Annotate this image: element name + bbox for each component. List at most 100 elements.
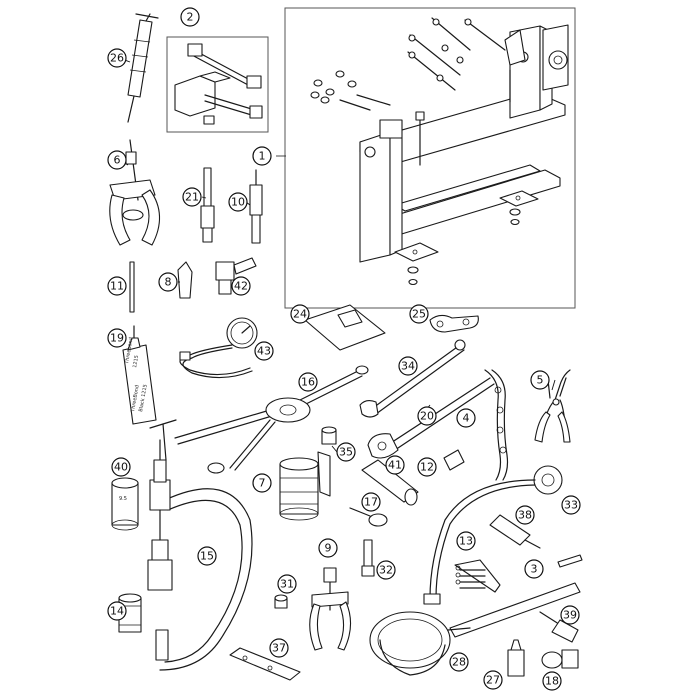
part-25-bracket: [429, 314, 479, 333]
callout-6-label: 6: [114, 154, 121, 167]
callout-7-label: 7: [259, 477, 266, 490]
callout-31-label: 31: [280, 578, 294, 591]
callout-37: 37: [269, 638, 289, 658]
callout-17: 17: [361, 492, 381, 512]
callout-19-label: 19: [110, 332, 124, 345]
callout-27: 27: [483, 670, 503, 690]
callout-11: 11: [107, 276, 127, 296]
part-20-chain-wrench: [367, 369, 509, 481]
tube-19-label-3: ThreeBond: [130, 385, 141, 414]
callout-43: 43: [254, 341, 274, 361]
callout-2: 2: [180, 7, 200, 27]
tube-19-label-4: Black 1215: [138, 384, 149, 412]
callout-41-label: 41: [388, 459, 402, 472]
callout-8: 8: [158, 272, 178, 292]
part-1-engine-stand: [276, 17, 569, 286]
part-35-socket: [321, 426, 337, 445]
callout-25: 25: [409, 304, 429, 324]
part-40-marking: 9.5: [119, 496, 127, 502]
part-42-fitting: [215, 257, 257, 295]
part-28-clutch-holder: [369, 611, 471, 676]
part-17-screw: [349, 507, 388, 527]
callout-39-label: 39: [563, 609, 577, 622]
part-41-drift: [361, 459, 419, 506]
part-37-bar: [229, 647, 301, 681]
callout-12-label: 12: [420, 461, 434, 474]
part-2-holder-tool: [174, 43, 263, 125]
callout-18: 18: [542, 671, 562, 691]
part-27-bottle: [507, 639, 525, 677]
callout-14-label: 14: [110, 605, 124, 618]
part-19-sealant-tube: Threebond 1215 ThreeBond Black 1215: [122, 325, 157, 425]
part-11-rod: [129, 261, 135, 313]
part-39-screw: [539, 611, 579, 643]
callout-38-label: 38: [518, 509, 532, 522]
callout-28-label: 28: [452, 656, 466, 669]
part-6-puller: [109, 139, 161, 246]
callout-41: 41: [385, 455, 405, 475]
callout-37-label: 37: [272, 642, 286, 655]
callout-11-label: 11: [110, 280, 124, 293]
part-10-punch: [249, 169, 263, 244]
part-34-wrench: [359, 339, 466, 418]
part-7-ring-compressor: [279, 451, 331, 521]
callout-16: 16: [298, 372, 318, 392]
part-26-syringe: [127, 13, 159, 123]
callout-40: 40: [111, 457, 131, 477]
tube-19-label-1: Threebond: [124, 337, 135, 366]
callout-6: 6: [107, 150, 127, 170]
callout-15: 15: [197, 546, 217, 566]
part-31-cap: [274, 594, 288, 609]
part-1-group-box: [284, 7, 576, 309]
callout-5: 5: [530, 370, 550, 390]
callout-43-label: 43: [257, 345, 271, 358]
part-24-plate: [304, 304, 386, 351]
callout-19: 19: [107, 328, 127, 348]
callout-39: 39: [560, 605, 580, 625]
part-18-socket: [541, 649, 579, 669]
callout-4: 4: [456, 408, 476, 428]
callout-20-label: 20: [420, 410, 434, 423]
callout-24-label: 24: [293, 308, 307, 321]
callout-1: 1: [252, 146, 272, 166]
callout-3-label: 3: [531, 563, 538, 576]
part-43-pressure-gauge: [179, 317, 258, 379]
callout-32: 32: [376, 560, 396, 580]
callout-28: 28: [449, 652, 469, 672]
callout-42-label: 42: [234, 280, 248, 293]
part-38-cylinder: [489, 514, 541, 549]
part-21-pin-tool: [200, 167, 215, 243]
part-15-valve-compressor: [147, 439, 253, 671]
part-40-socket: 9.5: [111, 477, 139, 531]
callout-24: 24: [290, 304, 310, 324]
callout-13-label: 13: [459, 535, 473, 548]
part-9-bearing-puller: [309, 567, 352, 651]
callout-16-label: 16: [301, 376, 315, 389]
callout-21: 21: [182, 187, 202, 207]
callout-38: 38: [515, 505, 535, 525]
callout-7: 7: [252, 473, 272, 493]
tube-19-label-2: 1215: [132, 355, 140, 369]
callout-2-label: 2: [187, 11, 194, 24]
callout-42: 42: [231, 276, 251, 296]
callout-34: 34: [398, 356, 418, 376]
callout-5-label: 5: [537, 374, 544, 387]
part-32-pin: [361, 539, 375, 577]
callout-34-label: 34: [401, 360, 415, 373]
part-33-gear-hub: [423, 465, 563, 605]
callout-3: 3: [524, 559, 544, 579]
callout-27-label: 27: [486, 674, 500, 687]
part-12-sleeve: [443, 449, 465, 471]
callout-40-label: 40: [114, 461, 128, 474]
callout-labels: 1 2 3 4 5 6 7 8 9 10 11 12 13 14 15 16 1…: [107, 7, 581, 691]
callout-31: 31: [277, 574, 297, 594]
callout-20: 20: [417, 406, 437, 426]
part-8-adapter: [177, 261, 193, 299]
callout-26: 26: [107, 48, 127, 68]
callout-17-label: 17: [364, 496, 378, 509]
callout-35: 35: [336, 442, 356, 462]
callout-35-label: 35: [339, 446, 353, 459]
callout-13: 13: [456, 531, 476, 551]
